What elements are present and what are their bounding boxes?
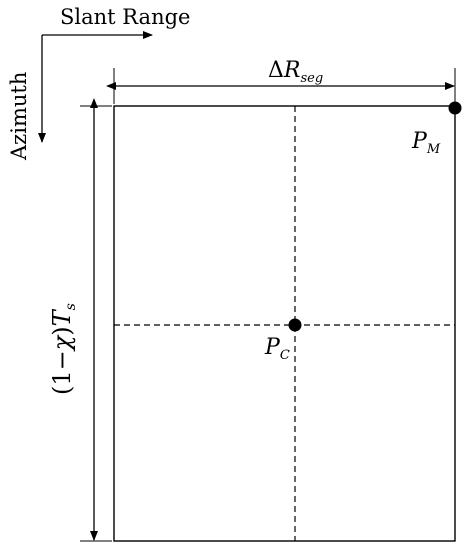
height-label-symbol: T [48, 308, 76, 326]
slant-range-label: Slant Range [60, 5, 190, 29]
point-corner: PM [411, 101, 462, 157]
width-label-symbol: R [283, 58, 301, 83]
point-center-marker [288, 318, 302, 332]
height-label: (1−χ)Ts [48, 303, 79, 395]
point-corner-subscript: M [426, 142, 441, 157]
height-label-prefix: (1− [48, 350, 76, 395]
point-center-label: PC [264, 335, 290, 363]
point-center-symbol: P [264, 335, 281, 360]
point-corner-symbol: P [411, 129, 428, 154]
width-label-delta: Δ [268, 58, 284, 83]
point-corner-label: PM [411, 129, 441, 157]
width-label: ΔRseg [268, 58, 323, 86]
height-dimension: (1−χ)Ts [48, 98, 112, 542]
segment-rectangle [113, 105, 456, 542]
axes-indicator: Slant Range Azimuth [7, 5, 190, 161]
point-center-subscript: C [280, 348, 290, 363]
height-label-subscript: s [63, 303, 79, 310]
width-dimension: ΔRseg [106, 58, 456, 104]
height-label-suffix: ) [48, 326, 76, 335]
height-label-chi: χ [48, 334, 76, 352]
point-center: PC [264, 318, 302, 363]
width-label-subscript: seg [300, 71, 323, 86]
azimuth-label: Azimuth [7, 72, 31, 161]
point-corner-marker [448, 101, 462, 115]
